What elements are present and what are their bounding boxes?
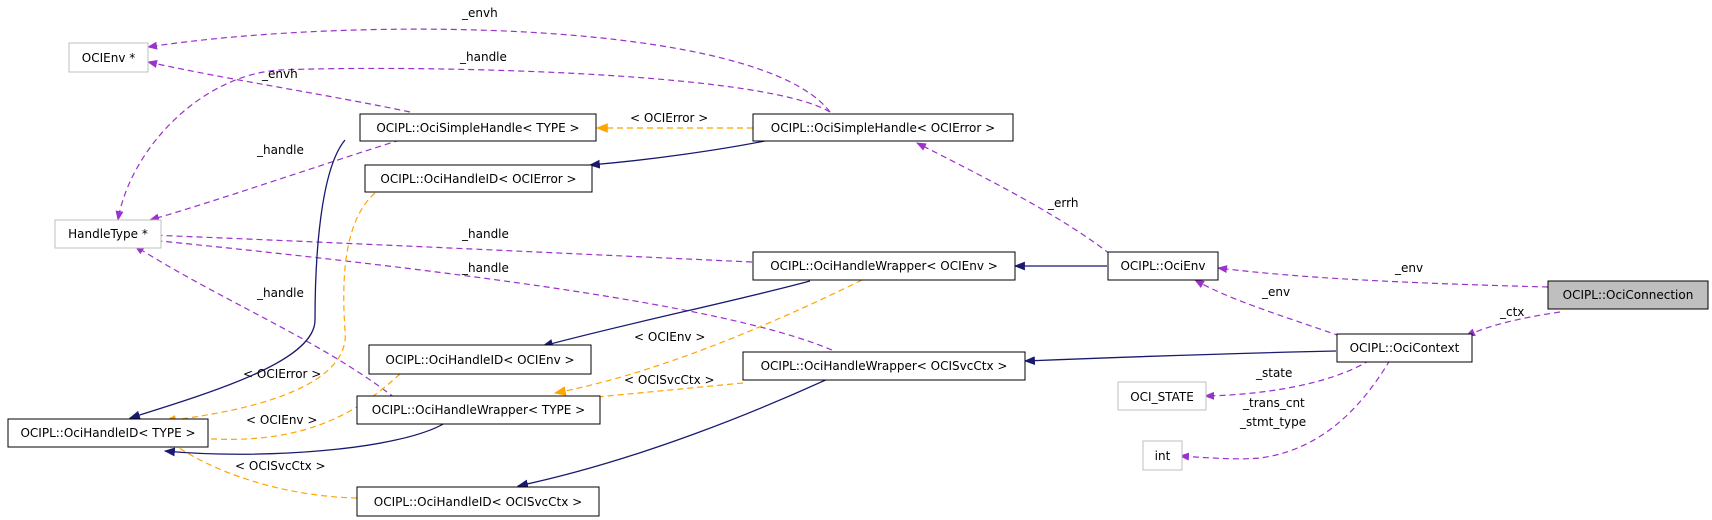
node-label: int [1155, 449, 1171, 463]
label-handle-top: _handle [459, 50, 507, 64]
label-handle-left: _handle [256, 143, 304, 157]
label-ocisvcctx-template2: < OCISvcCtx > [235, 459, 326, 473]
node-handle-wrapper-type[interactable]: OCIPL::OciHandleWrapper< TYPE > [356, 395, 601, 425]
edge-envh-mid [147, 60, 411, 113]
node-int[interactable]: int [1142, 440, 1183, 471]
node-label: OCIPL::OciEnv [1120, 259, 1205, 273]
label-envh-mid: _envh [261, 67, 298, 81]
node-simple-handle-ocierror[interactable]: OCIPL::OciSimpleHandle< OCIError > [752, 113, 1014, 142]
label-handle-mid1: _handle [461, 227, 509, 241]
label-handle-low: _handle [256, 286, 304, 300]
node-label: OCIPL::OciHandleWrapper< TYPE > [372, 403, 585, 417]
label-ctx: _ctx [1499, 305, 1524, 319]
label-env-conn: _env [1394, 261, 1423, 275]
edge-inherit-handleid-env [541, 280, 811, 348]
edge-template-handleid-ocienv [163, 373, 401, 441]
node-ocienv[interactable]: OCIPL::OciEnv [1107, 251, 1219, 281]
node-handleid-ocienv[interactable]: OCIPL::OciHandleID< OCIEnv > [368, 344, 592, 375]
node-oci-state[interactable]: OCI_STATE [1117, 381, 1207, 411]
node-label: OCIPL::OciHandleWrapper< OCIEnv > [770, 259, 998, 273]
node-label: OCI_STATE [1130, 390, 1194, 404]
nodes: OCIEnv * HandleType * OCI_STATE int OCIP… [7, 42, 1709, 517]
edge-handle-top [115, 67, 831, 221]
node-ocienv-ptr[interactable]: OCIEnv * [68, 42, 149, 73]
edge-env-conn [1217, 265, 1549, 288]
edge-inherit-handleid-svcctx [516, 377, 831, 489]
label-handle-mid2: _handle [461, 261, 509, 275]
edge-handle-mid2 [149, 236, 833, 351]
node-ocicontext[interactable]: OCIPL::OciContext [1336, 333, 1473, 363]
label-trans-cnt: _trans_cnt [1242, 396, 1305, 410]
label-ocienv-template: < OCIEnv > [634, 330, 705, 344]
node-label: OCIPL::OciHandleID< OCISvcCtx > [374, 495, 582, 509]
edge-env-ctx [1194, 279, 1341, 337]
node-handletype-ptr[interactable]: HandleType * [54, 219, 162, 249]
edge-inherit-wrapper-svcctx [1023, 350, 1337, 366]
edge-template-ocienv [553, 279, 863, 396]
label-env-ctx: _env [1261, 285, 1290, 299]
label-ocisvcctx-template: < OCISvcCtx > [624, 373, 715, 387]
node-handleid-type[interactable]: OCIPL::OciHandleID< TYPE > [7, 418, 209, 448]
edge-labels: _envh _envh _handle _handle < OCIError >… [235, 6, 1524, 473]
edge-handle-mid1 [149, 231, 753, 263]
label-errh: _errh [1047, 196, 1078, 210]
edge-envh-top [147, 28, 831, 113]
label-ocienv-template2: < OCIEnv > [246, 413, 317, 427]
edge-inherit-wrapper-type [163, 422, 446, 457]
node-handle-wrapper-ocisvcctx[interactable]: OCIPL::OciHandleWrapper< OCISvcCtx > [742, 351, 1026, 381]
edge-state [1204, 359, 1371, 400]
node-label: OCIPL::OciSimpleHandle< OCIError > [771, 121, 995, 135]
edge-handle-left [149, 139, 401, 222]
label-ocierror-template2: < OCIError > [243, 367, 321, 381]
node-ociconnection[interactable]: OCIPL::OciConnection [1547, 280, 1709, 310]
node-label: OCIPL::OciHandleID< TYPE > [20, 426, 195, 440]
node-handleid-ocierror[interactable]: OCIPL::OciHandleID< OCIError > [364, 164, 593, 193]
edge-int [1179, 359, 1391, 461]
node-simple-handle-type[interactable]: OCIPL::OciSimpleHandle< TYPE > [359, 113, 597, 142]
edges [115, 28, 1561, 499]
edge-template-ocisvcctx [553, 382, 744, 405]
edge-template-handleid-ocierror [163, 192, 376, 425]
edge-inherit-simple-error [588, 139, 771, 169]
edge-handle-low [134, 245, 396, 399]
label-ocierror-template: < OCIError > [630, 111, 708, 125]
label-state: _state [1255, 366, 1292, 380]
edge-errh [916, 142, 1111, 255]
edge-template-handleid-ocisvcctx [164, 437, 358, 499]
node-label: OCIPL::OciHandleID< OCIError > [380, 172, 576, 186]
node-label: OCIEnv * [82, 51, 135, 65]
edge-ctx [1465, 311, 1561, 337]
node-label: HandleType * [68, 227, 148, 241]
edge-inherit-simple-type [128, 139, 346, 420]
node-label: OCIPL::OciSimpleHandle< TYPE > [376, 121, 579, 135]
node-label: OCIPL::OciHandleID< OCIEnv > [385, 353, 574, 367]
node-label: OCIPL::OciContext [1350, 341, 1460, 355]
node-label: OCIPL::OciHandleWrapper< OCISvcCtx > [761, 359, 1008, 373]
label-stmt-type: _stmt_type [1239, 415, 1306, 429]
node-label: OCIPL::OciConnection [1563, 288, 1694, 302]
node-handle-wrapper-ocienv[interactable]: OCIPL::OciHandleWrapper< OCIEnv > [752, 251, 1016, 281]
node-handleid-ocisvcctx[interactable]: OCIPL::OciHandleID< OCISvcCtx > [356, 486, 600, 517]
label-envh-top: _envh [461, 6, 498, 20]
